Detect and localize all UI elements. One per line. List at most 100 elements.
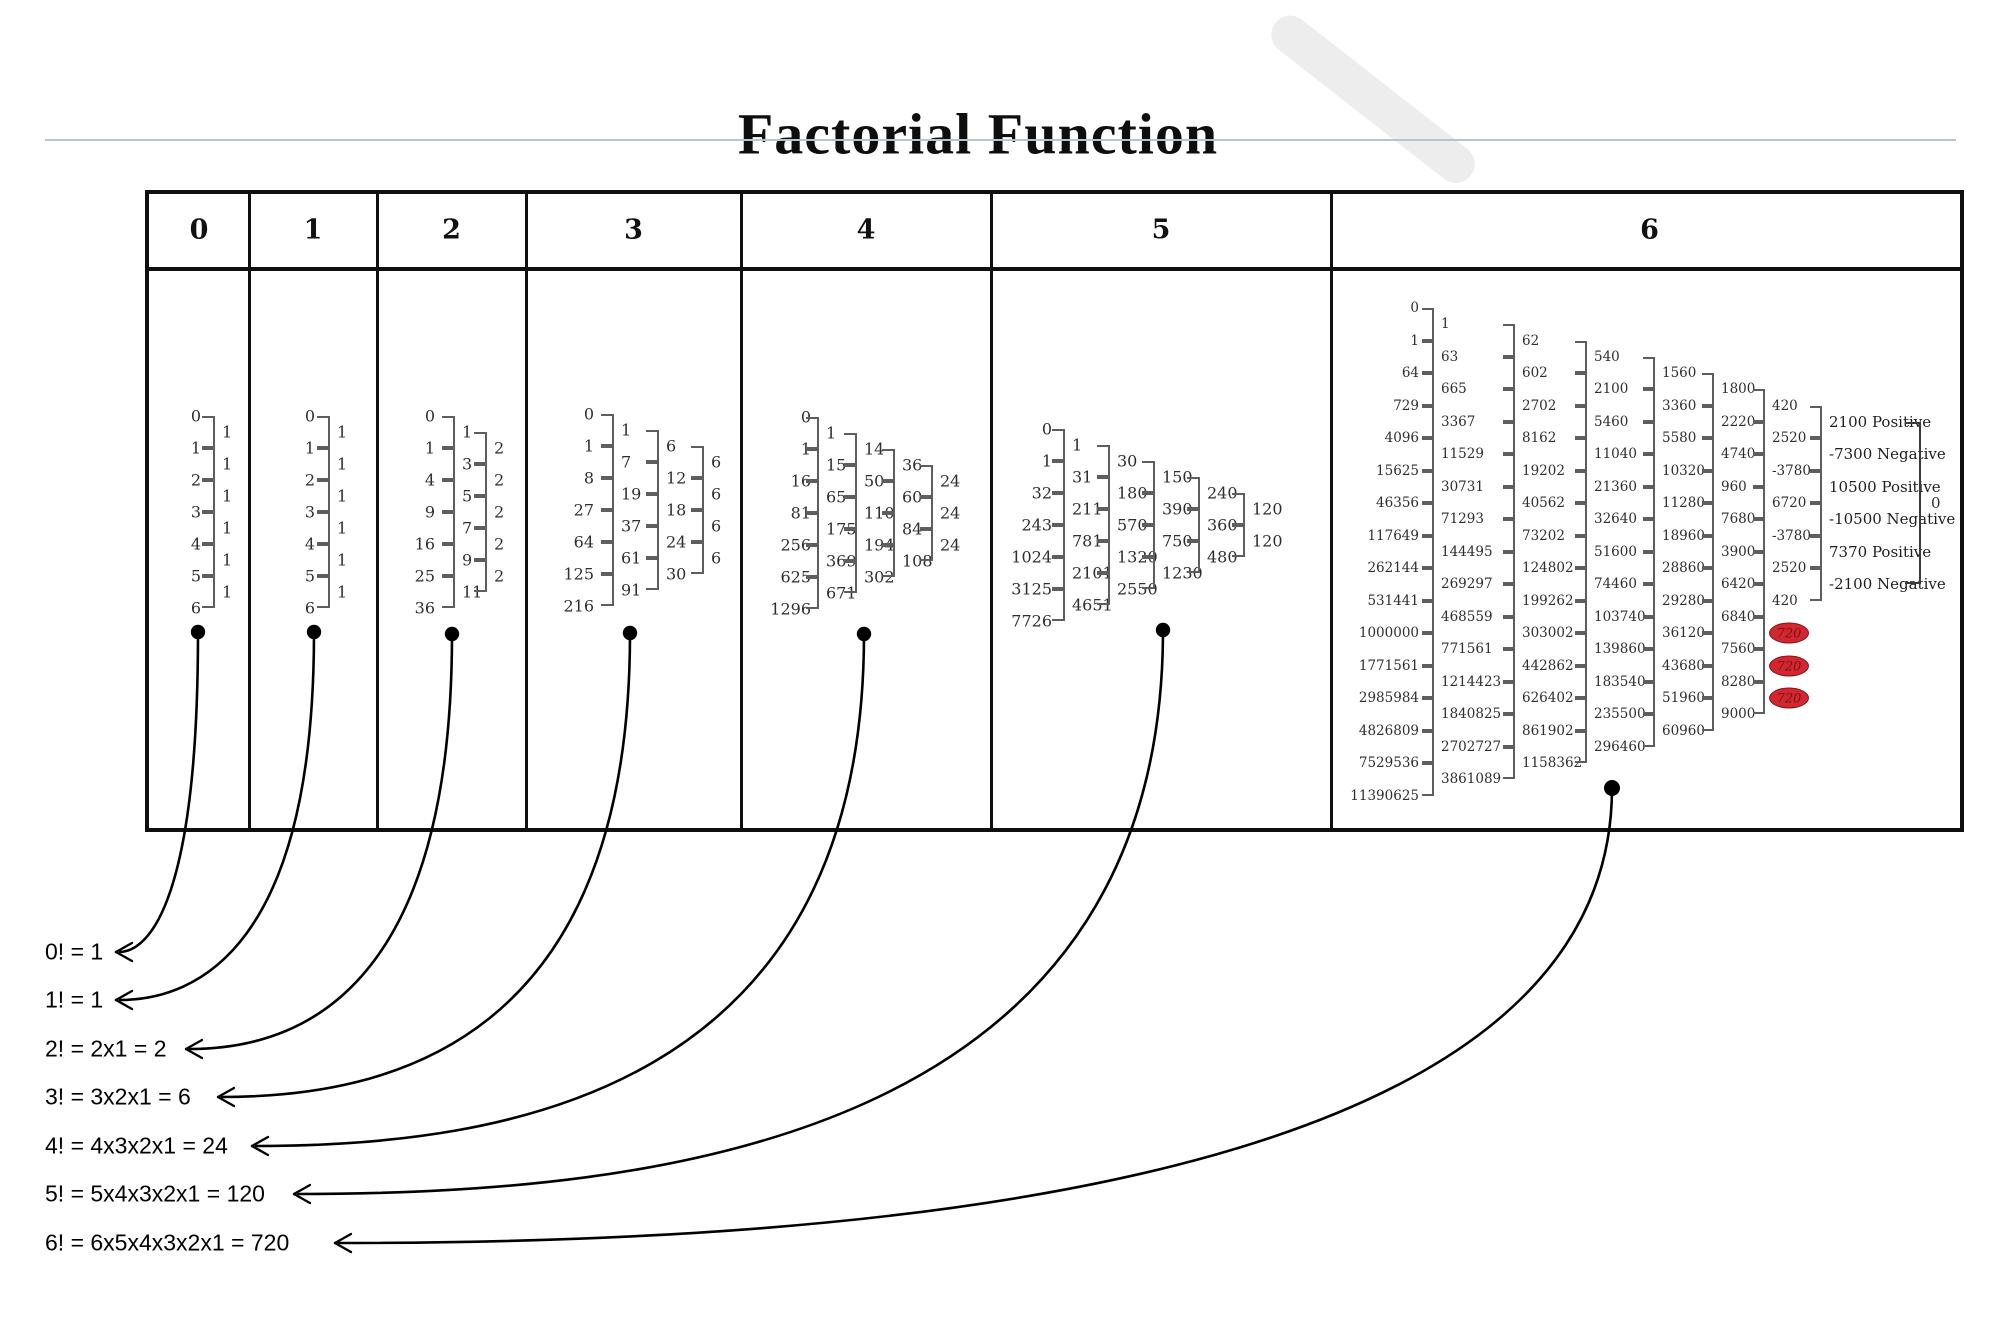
difference-bracket <box>601 478 614 510</box>
factorial-equation-3: 3! = 3x2x1 = 6 <box>45 1083 191 1110</box>
column-header-4: 4 <box>856 214 876 246</box>
sequence-value: 2985984 <box>1358 690 1419 706</box>
difference-value: 1 <box>222 550 233 570</box>
difference-value: 3367 <box>1441 413 1476 430</box>
difference-bracket <box>1503 454 1515 487</box>
difference-value: 5580 <box>1662 430 1697 446</box>
difference-bracket <box>882 481 895 513</box>
difference-bracket <box>1503 389 1515 422</box>
difference-value: 18960 <box>1662 527 1705 544</box>
difference-bracket <box>442 480 455 512</box>
difference-bracket <box>844 433 857 465</box>
difference-value: 15 <box>826 455 847 475</box>
difference-value: 369 <box>826 551 857 571</box>
difference-bracket <box>1422 763 1434 796</box>
difference-bracket <box>1753 454 1765 487</box>
difference-value: 1 <box>222 422 233 442</box>
difference-bracket <box>1422 405 1434 438</box>
factorial-equation-6: 6! = 6x5x4x3x2x1 = 720 <box>45 1229 290 1256</box>
sequence-value: 1024 <box>1011 547 1052 567</box>
highlight-oval-720: 720 <box>1769 655 1809 676</box>
difference-bracket <box>806 481 819 513</box>
sequence-value: 0 <box>1410 300 1419 316</box>
difference-bracket <box>646 430 659 462</box>
difference-value: 1 <box>337 550 348 570</box>
difference-bracket <box>1422 470 1434 503</box>
difference-value: 2100 <box>1594 381 1629 398</box>
sequence-value: 5 <box>304 566 315 586</box>
arrow-head <box>292 1192 312 1205</box>
difference-bracket <box>442 512 455 544</box>
difference-bracket <box>1575 373 1587 406</box>
difference-value: 3360 <box>1662 397 1697 414</box>
difference-bracket <box>1422 340 1434 373</box>
sign-annotation: 10500 Positive <box>1829 477 1941 496</box>
sign-annotation: 7370 Positive <box>1829 542 1932 561</box>
difference-value: 31 <box>1072 467 1093 487</box>
difference-bracket <box>1052 493 1065 525</box>
difference-value: 144495 <box>1441 543 1493 560</box>
difference-value: 36 <box>902 455 923 475</box>
difference-value: 124802 <box>1522 560 1574 576</box>
difference-value: 1 <box>462 422 473 442</box>
difference-value: 19202 <box>1522 462 1565 479</box>
difference-value: 84 <box>902 519 923 539</box>
sequence-value: 729 <box>1393 397 1419 414</box>
page-title: Factorial Function <box>737 101 1219 167</box>
difference-bracket <box>1503 649 1515 682</box>
sequence-value: 36 <box>414 598 435 618</box>
difference-value: 8162 <box>1522 430 1557 446</box>
arrow-head <box>250 1144 270 1157</box>
difference-value: 61 <box>621 548 642 568</box>
difference-bracket <box>1187 541 1200 573</box>
difference-value: 150 <box>1162 467 1193 487</box>
difference-value: 24 <box>940 503 961 523</box>
difference-value: 120 <box>1252 531 1283 551</box>
sequence-value: 0 <box>800 407 811 427</box>
difference-bracket <box>1575 698 1587 731</box>
difference-value: 6840 <box>1721 608 1756 625</box>
difference-bracket <box>1702 470 1714 503</box>
difference-value: 1 <box>222 486 233 506</box>
difference-value: 4740 <box>1721 446 1756 463</box>
difference-bracket <box>806 577 819 609</box>
difference-value: 442862 <box>1522 657 1574 674</box>
difference-bracket <box>1052 429 1065 461</box>
difference-value: 1 <box>337 454 348 474</box>
difference-bracket <box>691 510 704 542</box>
difference-bracket <box>1422 535 1434 568</box>
difference-value: 183540 <box>1594 673 1646 690</box>
sequence-value: 64 <box>1401 365 1419 381</box>
sequence-value: 81 <box>790 503 811 523</box>
sequence-value: 6 <box>190 598 201 618</box>
difference-value: 6 <box>711 452 722 472</box>
difference-bracket <box>1142 493 1155 525</box>
difference-value: 626402 <box>1522 690 1574 706</box>
difference-value: 2 <box>494 534 505 554</box>
sequence-value: 1771561 <box>1358 657 1419 674</box>
difference-bracket <box>601 510 614 542</box>
difference-bracket <box>1503 714 1515 747</box>
sequence-value: 8 <box>583 468 594 488</box>
sequence-value: 0 <box>190 406 201 426</box>
difference-bracket <box>202 544 215 576</box>
difference-value: 24 <box>666 532 687 552</box>
difference-value: 360 <box>1207 515 1238 535</box>
difference-value: 194 <box>864 535 895 555</box>
sequence-value: 3125 <box>1011 579 1052 599</box>
sequence-value: 15625 <box>1376 462 1419 479</box>
difference-value: 11 <box>462 582 483 602</box>
difference-value: 110 <box>864 503 895 523</box>
difference-value: 28860 <box>1662 560 1705 576</box>
arrow-head <box>114 950 134 963</box>
factorial-equation-2: 2! = 2x1 = 2 <box>45 1035 167 1062</box>
difference-value: 50 <box>864 471 885 491</box>
sequence-value: 243 <box>1021 515 1052 535</box>
sequence-value: 531441 <box>1367 592 1419 609</box>
difference-bracket <box>1810 470 1822 503</box>
sequence-value: 2 <box>190 470 201 490</box>
final-zero-value: 0 <box>1931 494 1941 512</box>
difference-bracket <box>1753 486 1765 520</box>
difference-bracket <box>1052 461 1065 493</box>
difference-bracket <box>1052 525 1065 557</box>
